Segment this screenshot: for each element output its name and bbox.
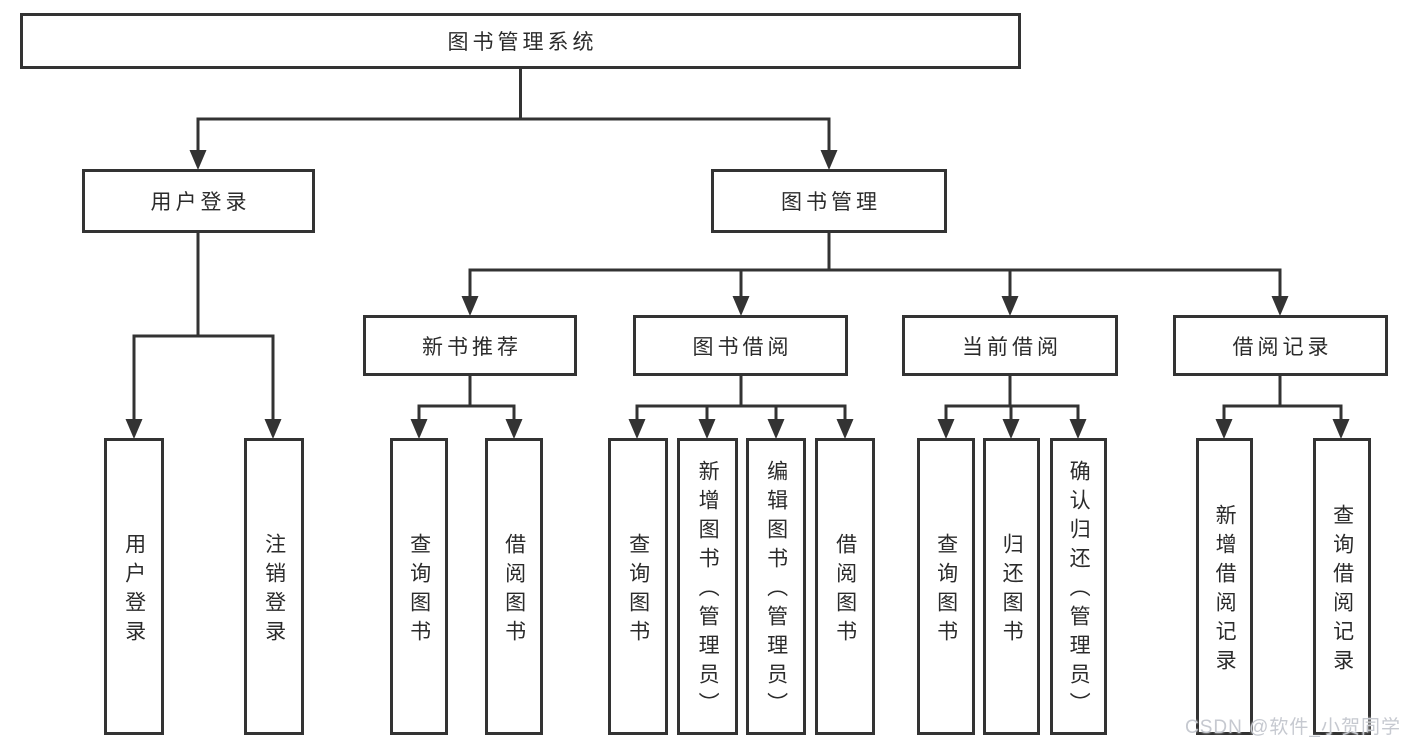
- watermark: CSDN @软件_小贺同学: [1185, 717, 1401, 738]
- node-book-borrowing: 图书借阅: [633, 315, 848, 376]
- node-user-login-label: 用户登录: [150, 191, 251, 214]
- leaf-add-borrow-record: 新增借阅记录: [1196, 438, 1253, 735]
- leaf-search-borrow-record: 查询借阅记录: [1313, 438, 1371, 735]
- leaf-user-login: 用户登录: [104, 438, 164, 735]
- leaf-search-books-borrowing: 查询图书: [608, 438, 668, 735]
- leaf-logout: 注销登录: [244, 438, 304, 735]
- node-library-system-label: 图书管理系统: [447, 31, 598, 54]
- node-borrowing-records-label: 借阅记录: [1232, 335, 1333, 359]
- leaf-borrow-books-recommend: 借阅图书: [485, 438, 543, 735]
- leaf-add-borrow-record-label: 新增借阅记录: [1213, 503, 1237, 678]
- node-borrowing-records: 借阅记录: [1173, 315, 1388, 376]
- leaf-return-books-label: 归还图书: [1000, 532, 1024, 649]
- leaf-return-books: 归还图书: [983, 438, 1040, 735]
- leaf-user-login-label: 用户登录: [122, 532, 146, 649]
- leaf-confirm-return-admin: 确认归还（管理员）: [1050, 438, 1107, 735]
- leaf-edit-book-admin-label: 编辑图书（管理员）: [764, 460, 788, 721]
- node-current-borrowing-label: 当前借阅: [962, 335, 1062, 359]
- leaf-confirm-return-admin-label: 确认归还（管理员）: [1067, 460, 1091, 721]
- leaf-borrow-books-recommend-label: 借阅图书: [502, 532, 526, 649]
- leaf-search-books-current: 查询图书: [917, 438, 975, 735]
- leaf-add-book-admin: 新增图书（管理员）: [677, 438, 738, 735]
- leaf-search-books-current-label: 查询图书: [934, 532, 958, 649]
- leaf-borrow-books-borrowing-label: 借阅图书: [833, 532, 857, 649]
- leaf-search-books-recommend: 查询图书: [390, 438, 448, 735]
- node-user-login: 用户登录: [82, 169, 315, 233]
- node-book-management: 图书管理: [711, 169, 947, 233]
- node-new-book-recommendation: 新书推荐: [363, 315, 577, 376]
- leaf-search-books-borrowing-label: 查询图书: [626, 532, 650, 649]
- leaf-borrow-books-borrowing: 借阅图书: [815, 438, 875, 735]
- leaf-add-book-admin-label: 新增图书（管理员）: [696, 460, 720, 721]
- leaf-edit-book-admin: 编辑图书（管理员）: [746, 438, 806, 735]
- leaf-logout-label: 注销登录: [262, 532, 286, 649]
- leaf-search-borrow-record-label: 查询借阅记录: [1330, 503, 1354, 678]
- node-current-borrowing: 当前借阅: [902, 315, 1118, 376]
- node-book-management-label: 图书管理: [781, 191, 881, 214]
- node-new-book-recommendation-label: 新书推荐: [422, 335, 522, 359]
- node-book-borrowing-label: 图书借阅: [692, 335, 793, 359]
- leaf-search-books-recommend-label: 查询图书: [407, 532, 431, 649]
- node-library-system: 图书管理系统: [20, 13, 1021, 69]
